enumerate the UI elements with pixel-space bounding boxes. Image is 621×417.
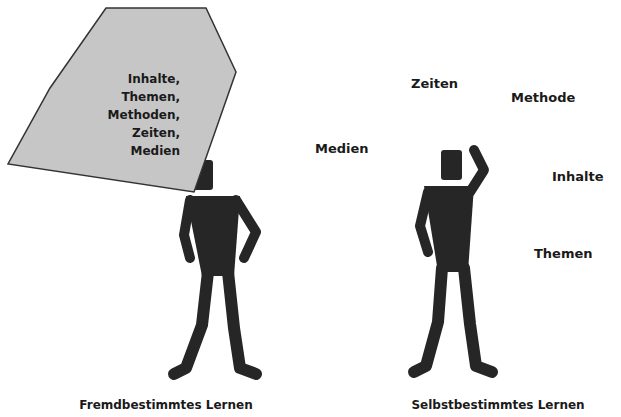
caption-label: Fremdbestimmtes Lernen	[79, 398, 252, 412]
floating-word: Zeiten	[411, 76, 458, 91]
floating-word: Methode	[511, 90, 575, 105]
floating-word: Themen	[534, 246, 593, 261]
task-shape: Inhalte, Themen, Methoden, Zeiten, Medie…	[6, 6, 238, 196]
left-figure	[174, 160, 256, 374]
caption-label: Selbstbestimmtes Lernen	[411, 398, 584, 412]
right-figure	[414, 150, 492, 372]
node-text: Inhalte, Themen, Methoden, Zeiten, Medie…	[98, 70, 180, 160]
floating-word: Inhalte	[552, 169, 604, 184]
floating-word: Medien	[315, 141, 369, 156]
